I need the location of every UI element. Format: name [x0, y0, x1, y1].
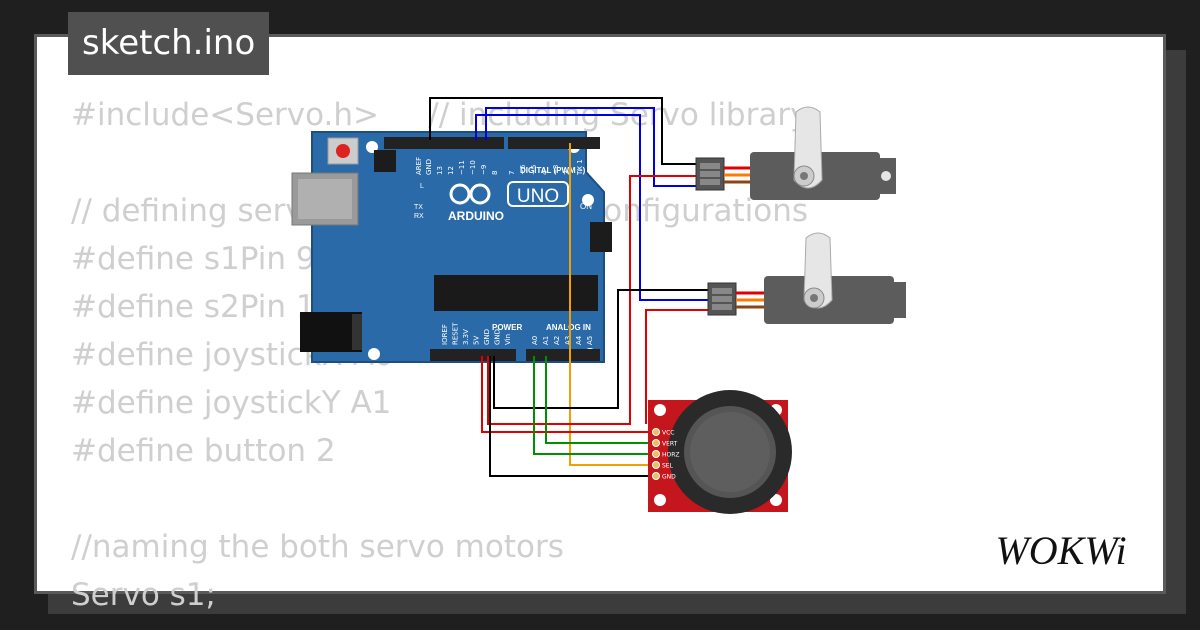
wires — [429, 97, 712, 477]
joystick-pin[interactable] — [652, 439, 660, 447]
board-pin-label: A4 — [575, 335, 583, 345]
wire-5v-servo1 — [487, 175, 700, 425]
code-line: #define joystickY A1 — [71, 385, 392, 421]
board-pin-label: ~3 — [552, 165, 560, 175]
joystick-pins: VCC VERT HORZ SEL GND — [652, 428, 680, 481]
board-pin-label: 7 — [508, 171, 516, 175]
power-label: POWER — [492, 323, 522, 332]
board-pin-label: 4 — [541, 170, 549, 175]
wire-5v-vcc — [481, 356, 656, 433]
wokwi-logo: WOKWi — [972, 522, 1150, 576]
joystick-pin[interactable] — [652, 461, 660, 469]
joystick-pin-label: HORZ — [662, 452, 680, 459]
board-pin-label: 3.3V — [462, 329, 470, 345]
code-line: //naming the both servo motors — [71, 529, 564, 565]
board-pin-label: ~6 — [519, 164, 527, 175]
joystick-pin-label: VERT — [662, 441, 678, 448]
joystick-pin-label: SEL — [662, 463, 674, 470]
board-pin-label: 12 — [447, 166, 455, 175]
board-pin-label: A2 — [553, 336, 561, 345]
wire-5v-servo2 — [645, 309, 712, 424]
led-label-l: L — [420, 183, 424, 190]
board-pin-label: A0 — [531, 336, 539, 345]
wire-a1-vert — [545, 356, 656, 444]
joystick-pin[interactable] — [652, 428, 660, 436]
board-pin-label: ~11 — [458, 160, 466, 175]
board-pin-label: A1 — [542, 336, 550, 345]
joystick-pin[interactable] — [652, 472, 660, 480]
code-line: #define button 2 — [71, 433, 336, 469]
analog-label: ANALOG IN — [546, 323, 591, 332]
board-pin-label: AREF — [415, 157, 423, 175]
board-pin-label: 5V — [473, 336, 481, 345]
joystick-pin-label: GND — [662, 474, 676, 481]
board-pin-label: A3 — [564, 336, 572, 345]
board-pin-label: Vin — [504, 334, 512, 345]
code-line: #define joystickX A0 — [71, 337, 394, 373]
board-brand: ARDUINO — [448, 209, 504, 223]
servo-motor-1[interactable] — [695, 106, 896, 200]
wire-pin10-servo2 — [485, 107, 700, 187]
wire-gnd-servo1 — [429, 97, 700, 165]
board-pin-label: IOREF — [441, 324, 449, 345]
wire-a0-horz — [533, 356, 656, 455]
board-pin-label: RX 0 — [588, 159, 596, 175]
wokwi-logo-text: WOKWi — [995, 528, 1126, 573]
wire-gnd-joystick — [489, 356, 656, 477]
code-line: Servo s1; — [71, 577, 216, 613]
joystick-pin[interactable] — [652, 450, 660, 458]
board-pin-label: ~9 — [480, 165, 488, 175]
wire-gnd-servo2 — [493, 289, 712, 409]
board-pin-label: GND — [425, 159, 433, 175]
board-pin-label: 2 — [563, 171, 571, 175]
joystick-module[interactable]: VCC VERT HORZ SEL GND — [648, 390, 792, 514]
board-pin-label: GND — [483, 329, 491, 345]
led-label-tx: TX — [414, 204, 423, 211]
led-label-rx: RX — [414, 213, 424, 220]
wokwi-logo-mark: WOKWi — [995, 528, 1126, 573]
joystick-pin-label: VCC — [662, 430, 674, 437]
code-line: #define s1Pin 9 — [71, 241, 316, 277]
board-pin-label: RESET — [452, 322, 460, 345]
digital-label: DIGITAL (PWM ~) — [520, 166, 586, 175]
board-pin-label: 8 — [491, 171, 499, 175]
board-pin-label: ~5 — [530, 165, 538, 175]
board-pin-label: ~10 — [469, 160, 477, 175]
on-led-label: ON — [580, 202, 592, 211]
arduino-uno-board[interactable]: UNO ARDUINO DIGITAL (PWM ~) POWER ANALOG… — [291, 131, 612, 363]
board-pin-label: GND — [494, 329, 502, 345]
board-pin-label: TX 1 — [576, 159, 584, 176]
servo-motor-2[interactable] — [707, 232, 906, 324]
wire-button-sel — [569, 143, 656, 466]
board-pin-label: 13 — [436, 166, 444, 175]
board-pin-label: A5 — [586, 336, 594, 345]
board-model: UNO — [517, 186, 559, 207]
wire-pin9-servo1 — [475, 114, 712, 301]
file-name-tab[interactable]: sketch.ino — [68, 12, 270, 75]
